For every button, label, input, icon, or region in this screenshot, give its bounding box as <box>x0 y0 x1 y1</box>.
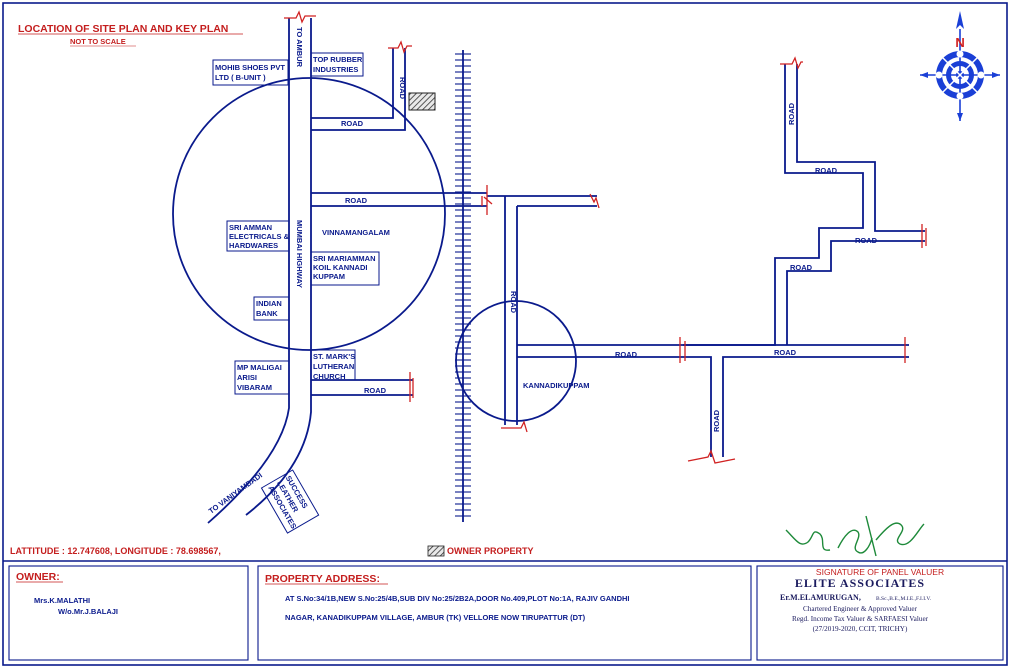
roads <box>207 18 925 524</box>
legend-owner-property-swatch <box>427 545 445 557</box>
address-line-1: AT S.No:34/1B,NEW S.No:25/4B,SUB DIV No:… <box>285 594 630 603</box>
svg-text:VIBARAM: VIBARAM <box>237 383 272 392</box>
valuer-line-1: Chartered Engineer & Approved Valuer <box>803 605 918 613</box>
landmark-box-sri-mariamman <box>310 251 380 286</box>
owner-label: OWNER: <box>16 571 60 583</box>
kannadikuppam-circle <box>455 300 577 422</box>
road-label-vertical: ROAD <box>712 409 721 432</box>
landmark-st-marks: ST. MARK'S <box>313 352 355 361</box>
svg-text:ELECTRICALS &: ELECTRICALS & <box>229 232 290 241</box>
road-label: ROAD <box>615 350 638 359</box>
railway-line <box>455 50 471 522</box>
legend-owner-property-label: OWNER PROPERTY <box>447 546 534 556</box>
address-label: PROPERTY ADDRESS: <box>265 573 380 585</box>
owner-panel <box>8 565 249 661</box>
owner-name-line-2: W/o.Mr.J.BALAJI <box>58 607 118 616</box>
highway-label: MUMBAI HIGHWAY <box>295 220 304 288</box>
address-line-2: NAGAR, KANADIKUPPAM VILLAGE, AMBUR (TK) … <box>285 613 586 622</box>
road-label: ROAD <box>790 263 813 272</box>
svg-text:HARDWARES: HARDWARES <box>229 241 278 250</box>
svg-text:LUTHERAN: LUTHERAN <box>313 362 354 371</box>
road-label: ROAD <box>774 348 797 357</box>
landmark-mp-maligai: MP MALIGAI <box>237 363 282 372</box>
plan-title: LOCATION OF SITE PLAN AND KEY PLAN <box>18 23 228 35</box>
valuer-degrees: B.Sc.,B.E.,M.I.E.,F.I.I.V. <box>876 596 932 602</box>
valuer-firm: ELITE ASSOCIATES <box>795 576 925 590</box>
landmark-box-indian-bank <box>253 296 290 321</box>
signature-label: SIGNATURE OF PANEL VALUER <box>816 567 944 577</box>
landmark-indian-bank: INDIAN <box>256 299 282 308</box>
road-label: ROAD <box>815 166 838 175</box>
place-vinnamangalam: VINNAMANGALAM <box>322 228 390 237</box>
svg-text:ARISI: ARISI <box>237 373 257 382</box>
valuer-name: Er.M.ELAMURUGAN, <box>780 593 861 602</box>
road-label: ROAD <box>364 386 387 395</box>
owner-property-marker <box>408 92 436 111</box>
to-vaniyambadi-label: TO VANIYAMBADI <box>207 471 264 516</box>
road-label: ROAD <box>855 236 878 245</box>
valuer-signature <box>785 515 925 557</box>
landmark-box-sri-amman <box>226 220 290 252</box>
landmark-box-mohib <box>212 59 289 86</box>
landmark-sri-mariamman: SRI MARIAMMAN <box>313 254 376 263</box>
landmark-box-top-rubber <box>310 52 364 77</box>
svg-text:KOIL KANNADI: KOIL KANNADI <box>313 263 367 272</box>
break-marks <box>284 10 927 464</box>
to-ambur-label: TO AMBUR <box>295 27 304 68</box>
north-compass-icon: N <box>920 11 1000 121</box>
svg-text:INDUSTRIES: INDUSTRIES <box>313 65 358 74</box>
svg-text:KUPPAM: KUPPAM <box>313 272 345 281</box>
valuer-line-2: Regd. Income Tax Valuer & SARFAESI Value… <box>792 615 929 623</box>
compass-north-letter: N <box>955 35 964 50</box>
svg-text:LTD ( B-UNIT ): LTD ( B-UNIT ) <box>215 73 266 82</box>
valuer-line-3: (27/2019-2020, CCIT, TRICHY) <box>813 625 908 633</box>
highway-right-edge <box>245 18 312 516</box>
landmark-sri-amman: SRI AMMAN <box>229 223 272 232</box>
valuer-panel <box>756 565 1004 661</box>
plan-subtitle: NOT TO SCALE <box>70 37 126 46</box>
road-label-vertical: ROAD <box>787 102 796 125</box>
lat-long-text: LATTITUDE : 12.747608, LONGITUDE : 78.69… <box>10 546 221 556</box>
landmark-mohib: MOHIB SHOES PVT <box>215 63 285 72</box>
landmark-success-leather: SUCCESS LEATHER ASSOCIATES <box>260 469 320 534</box>
landmark-box-mp-maligai <box>234 360 290 395</box>
owner-name-line-1: Mrs.K.MALATHI <box>34 596 90 605</box>
road-label: ROAD <box>341 119 364 128</box>
address-panel <box>257 565 752 661</box>
landmark-box-st-marks <box>310 349 356 381</box>
svg-text:CHURCH: CHURCH <box>313 372 346 381</box>
place-kannadikuppam: KANNADIKUPPAM <box>523 381 590 390</box>
road-label-vertical: ROAD <box>398 77 407 100</box>
road-label-vertical: ROAD <box>509 291 518 314</box>
road-label: ROAD <box>345 196 368 205</box>
highway-left-edge <box>207 18 290 524</box>
svg-text:BANK: BANK <box>256 309 278 318</box>
key-plan-circle <box>172 77 446 351</box>
landmark-top-rubber: TOP RUBBER <box>313 55 363 64</box>
